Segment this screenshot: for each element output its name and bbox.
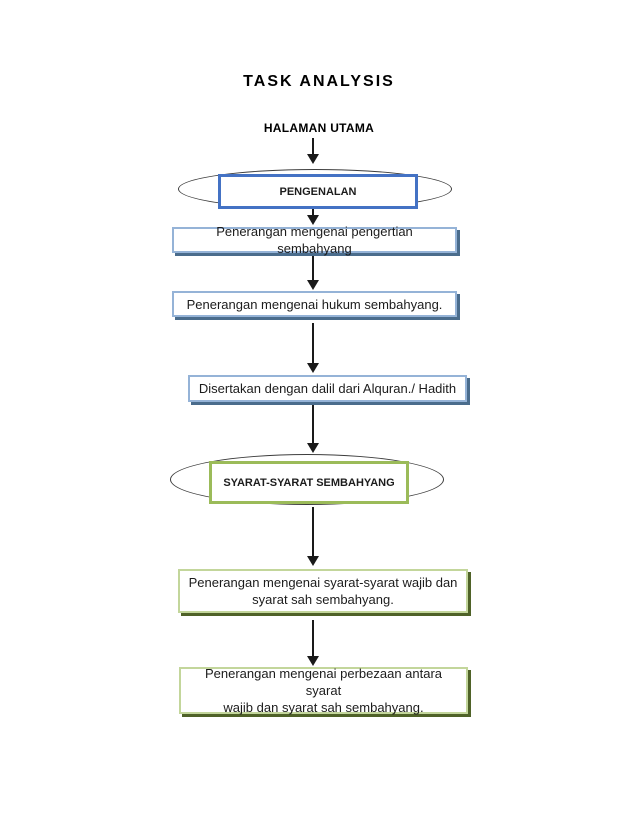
flow-arrow [307,323,319,373]
flow-arrow [307,138,319,164]
oval-pengenalan-label-box: PENGENALAN [218,174,418,209]
arrow-line [312,138,314,155]
flow-arrow [307,405,319,453]
diagram-title: TASK ANALYSIS [243,73,395,90]
process-box-text: Disertakan dengan dalil dari Alquran./ H… [198,381,457,396]
arrow-head-icon [307,215,319,225]
arrow-head-icon [307,154,319,164]
arrow-head-icon [307,656,319,666]
process-box-text: Penerangan mengenai hukum sembahyang. [186,296,443,312]
arrow-line [312,323,314,364]
oval-pengenalan-label: PENGENALAN [279,185,357,198]
process-box-text-line1: Penerangan mengenai syarat-syarat wajib … [188,575,458,590]
arrow-line [312,507,314,557]
flow-arrow [307,208,319,225]
oval-syarat-label: SYARAT-SYARAT SEMBAHYANG [223,476,395,489]
process-box-pengertian: Penerangan mengenai pengertian sembahyan… [172,224,457,256]
process-box-perbezaan: Penerangan mengenai perbezaan antara sya… [179,666,468,715]
flow-arrow [307,507,319,566]
arrow-head-icon [307,443,319,453]
arrow-line [312,620,314,657]
arrow-line [312,405,314,444]
flow-arrow [307,256,319,290]
arrow-head-icon [307,363,319,373]
process-box-hukum: Penerangan mengenai hukum sembahyang. [172,291,457,317]
process-box-text-line2: syarat sah sembahyang. [252,592,394,607]
oval-syarat-label-box: SYARAT-SYARAT SEMBAHYANG [209,461,409,504]
arrow-line [312,208,314,216]
arrow-line [312,256,314,281]
process-box-text: Penerangan mengenai pengertian sembahyan… [216,224,413,256]
process-box-dalil: Disertakan dengan dalil dari Alquran./ H… [188,375,467,402]
arrow-head-icon [307,280,319,290]
start-node-label: HALAMAN UTAMA [263,121,375,135]
arrow-head-icon [307,556,319,566]
process-box-text-line2: wajib dan syarat sah sembahyang. [223,700,424,715]
flow-arrow [307,620,319,666]
process-box-text-line1: Penerangan mengenai perbezaan antara sya… [204,666,443,698]
process-box-syarat-wajib-sah: Penerangan mengenai syarat-syarat wajib … [178,569,468,613]
